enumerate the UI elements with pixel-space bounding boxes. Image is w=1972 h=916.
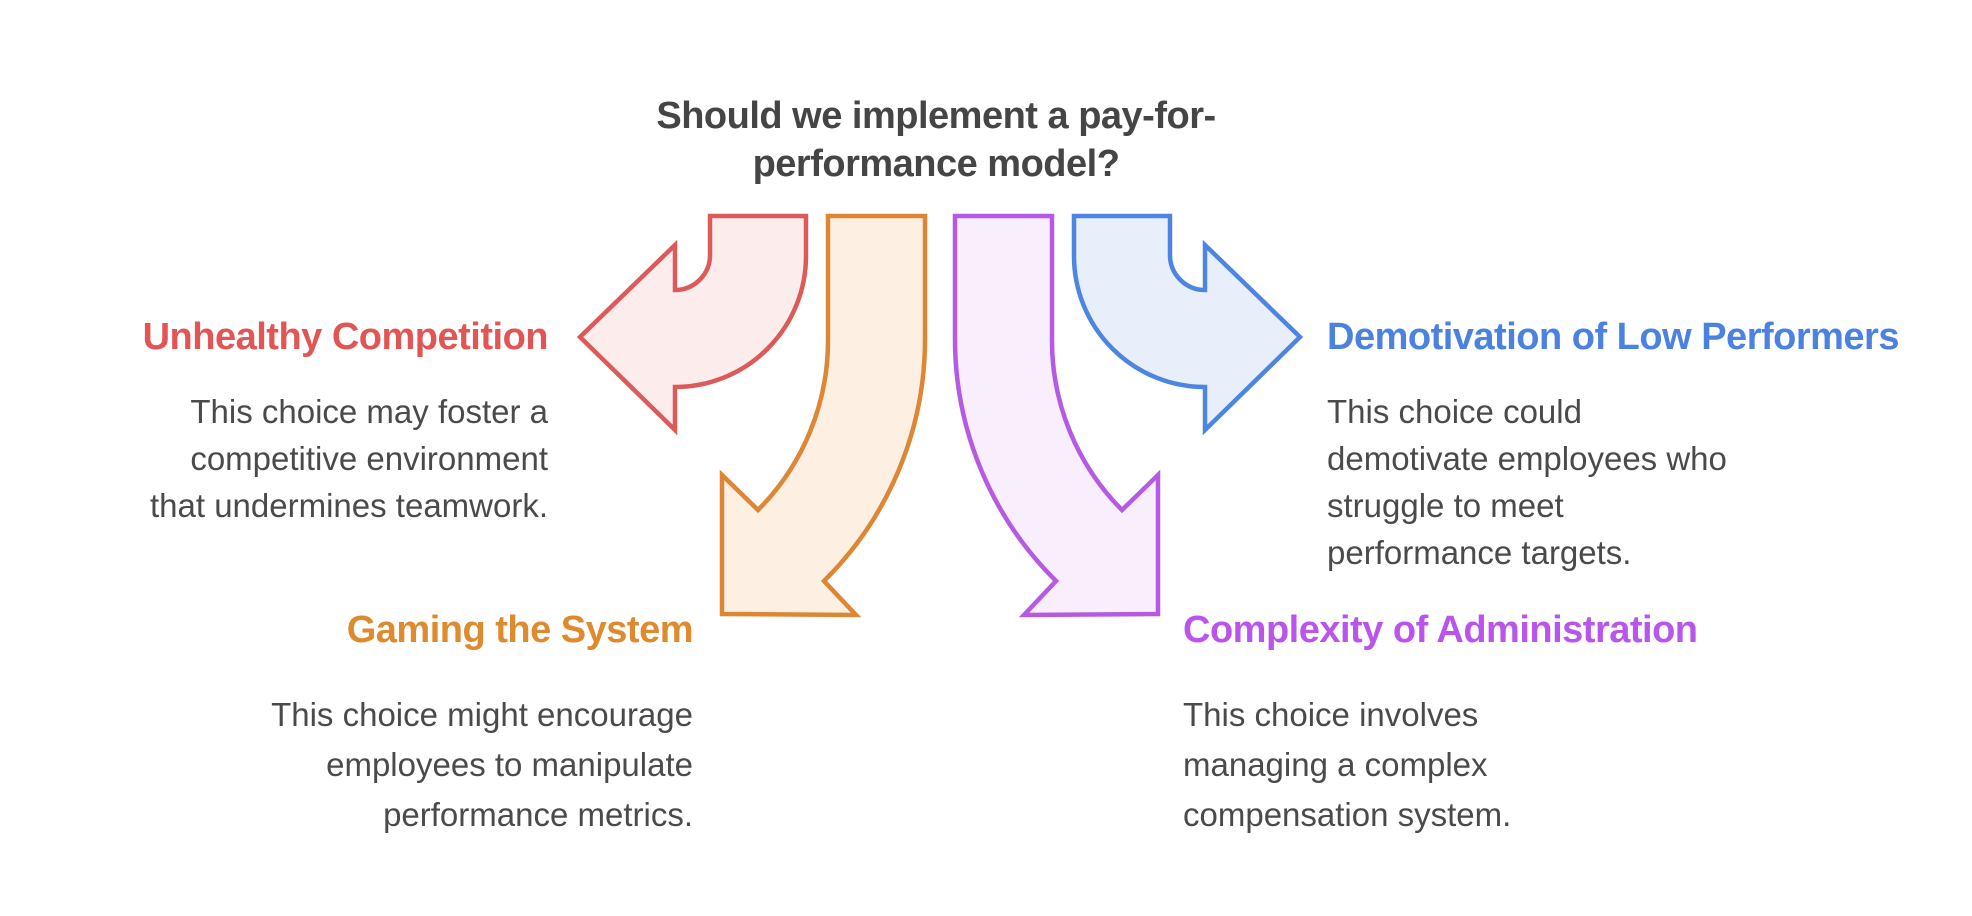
branch-body-demotivation-of-low-performers: This choice could demotivate employees w… [1327,393,1727,571]
branch-body-unhealthy-competition: This choice may foster a competitive env… [149,393,548,524]
demotivation-of-low-performers-arrow [1071,213,1304,436]
branch-heading-demotivation-of-low-performers: Demotivation of Low Performers [1327,316,1899,358]
unhealthy-competition-arrow [576,213,809,436]
branch-heading-complexity-of-administration: Complexity of Administration [1183,609,1698,651]
diagram-title-line2: performance model? [752,143,1120,185]
branch-body-gaming-the-system: This choice might encourage employees to… [271,696,693,833]
down-right-curved-arrow-shape [952,213,1161,618]
right-curved-arrow-shape [1071,213,1304,436]
diagram-title-line1: Should we implement a pay-for- [656,95,1216,137]
branch-heading-unhealthy-competition: Unhealthy Competition [142,316,549,358]
branch-heading-gaming-the-system: Gaming the System [346,609,694,651]
gaming-the-system-arrow [719,213,928,618]
diagram-title: Should we implement a pay-for- performan… [536,92,1336,188]
complexity-of-administration-arrow [952,213,1161,618]
branch-body-complexity-of-administration: This choice involves managing a complex … [1183,696,1512,833]
left-curved-arrow-shape [576,213,809,436]
down-left-curved-arrow-shape [719,213,928,618]
